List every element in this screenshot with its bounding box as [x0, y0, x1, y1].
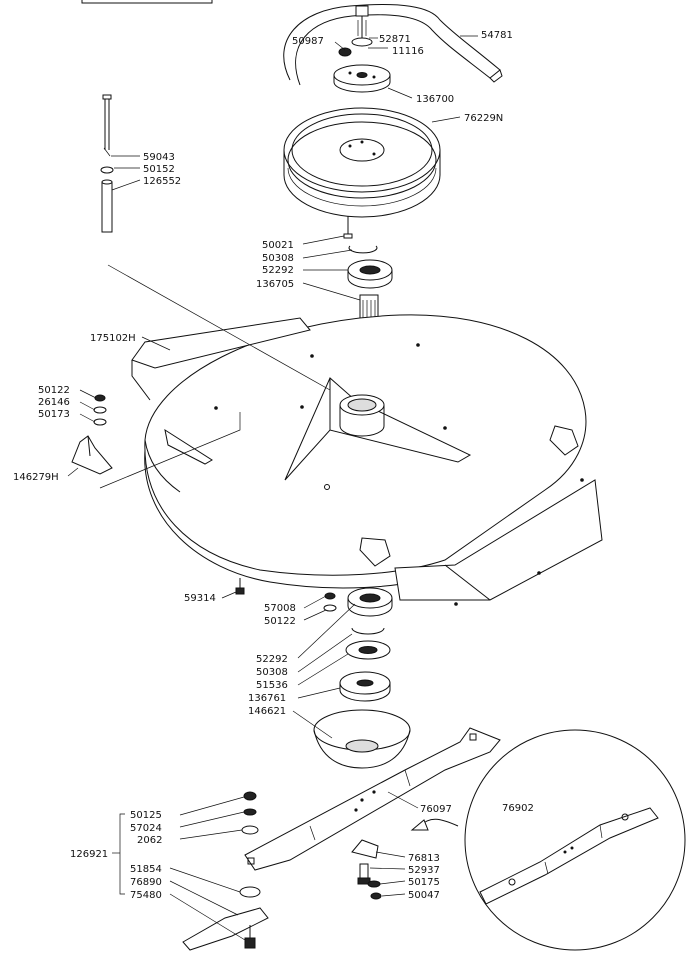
blade-76097: [244, 727, 501, 871]
label-50175: 50175: [408, 877, 440, 888]
washer-50152: [100, 166, 114, 174]
label-51536: 51536: [256, 680, 288, 691]
label-57024: 57024: [130, 823, 162, 834]
nut-50125: [243, 791, 257, 801]
bolt-50021: [343, 216, 353, 239]
washer-26146: [93, 406, 107, 414]
rod-leader: [107, 264, 331, 391]
bracket-76813: [351, 839, 379, 859]
bowl-146621: [313, 709, 411, 769]
pulley-76229N: [283, 107, 441, 218]
label-175102H: 175102H: [90, 333, 136, 344]
bolt-75480: [244, 925, 256, 949]
label-11116: 11116: [392, 46, 424, 57]
leader-lines: [67, 35, 478, 941]
washer-50175: [367, 880, 381, 888]
blade-75480: [182, 907, 269, 951]
label-136705: 136705: [256, 279, 294, 290]
spacer-126552: [101, 179, 113, 233]
label-54781: 54781: [481, 30, 513, 41]
label-75480: 75480: [130, 890, 162, 901]
label-136761: 136761: [248, 693, 286, 704]
label-50308-lower: 50308: [256, 667, 288, 678]
label-50021: 50021: [262, 240, 294, 251]
washer-57024: [243, 808, 257, 816]
label-50987: 50987: [292, 36, 324, 47]
label-50125: 50125: [130, 810, 162, 821]
label-51854: 51854: [130, 864, 162, 875]
nut-50047: [370, 892, 382, 900]
washer-11116: [351, 37, 373, 47]
label-50122-left: 50122: [38, 385, 70, 396]
bolt-52871: [355, 5, 369, 38]
label-136700: 136700: [416, 94, 454, 105]
bearing-52292-lower: [347, 587, 393, 617]
bracket-146279H: [71, 435, 113, 475]
nut-57008: [324, 592, 336, 600]
bearing-52292-upper: [347, 259, 393, 289]
bolt-52937: [357, 863, 371, 885]
label-52871: 52871: [379, 34, 411, 45]
bracket-leader: [99, 412, 241, 489]
label-26146: 26146: [38, 397, 70, 408]
label-126552: 126552: [143, 176, 181, 187]
snap-ring-50308-lower: [351, 627, 385, 635]
pin-59043: [102, 94, 112, 157]
frame-edge: [81, 0, 213, 4]
washer-51854: [239, 886, 261, 898]
label-50308-upper: 50308: [262, 253, 294, 264]
label-59043: 59043: [143, 152, 175, 163]
nut-50122-top: [94, 394, 106, 402]
label-52292-lower: 52292: [256, 654, 288, 665]
label-76097: 76097: [420, 804, 452, 815]
nut-50987: [338, 47, 352, 57]
label-57008: 57008: [264, 603, 296, 614]
label-50173: 50173: [38, 409, 70, 420]
hub-136700: [333, 64, 391, 93]
bearing-51536: [345, 640, 391, 660]
label-52937: 52937: [408, 865, 440, 876]
label-76229N: 76229N: [464, 113, 503, 124]
snap-ring-50308: [348, 245, 378, 254]
belt-54781: [283, 4, 503, 86]
label-2062: 2062: [137, 835, 162, 846]
label-52292-upper: 52292: [262, 265, 294, 276]
label-146279H: 146279H: [13, 472, 59, 483]
washer-2062: [241, 825, 259, 835]
label-50152: 50152: [143, 164, 175, 175]
washer-50122: [323, 604, 337, 612]
label-59314: 59314: [184, 593, 216, 604]
part-labels: 52871 11116 50987 54781 136700 76229N 59…: [13, 30, 534, 901]
label-76890: 76890: [130, 877, 162, 888]
label-76813: 76813: [408, 853, 440, 864]
label-76902: 76902: [502, 803, 534, 814]
detail-circle-76902: [410, 729, 686, 951]
cap-136761: [339, 671, 391, 702]
label-126921: 126921: [70, 849, 108, 860]
deck-175102H: [131, 314, 603, 606]
bolt-59314: [235, 578, 245, 595]
washer-50173: [93, 418, 107, 426]
label-50047: 50047: [408, 890, 440, 901]
label-146621: 146621: [248, 706, 286, 717]
label-50122-lower: 50122: [264, 616, 296, 627]
